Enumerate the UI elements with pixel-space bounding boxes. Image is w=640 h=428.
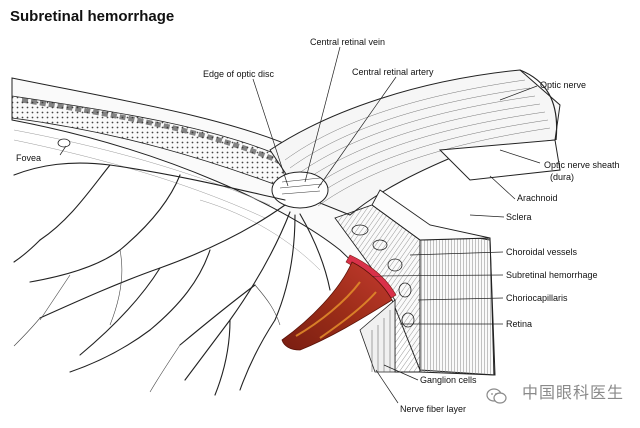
sclera-upper [371,189,491,241]
label-nerve-fiber-layer: Nerve fiber layer [400,404,466,414]
optic-nerve-end [519,69,558,141]
label-fovea: Fovea [16,153,41,163]
optic-disc [271,171,329,209]
label-retina: Retina [506,319,532,329]
optic-nerve-sheath [438,139,561,181]
lamina-cribrosa [279,177,323,195]
label-optic-nerve-sheath: Optic nerve sheath [544,160,620,170]
retina-block [359,299,396,373]
label-optic-nerve: Optic nerve [540,80,586,90]
retinal-blood-vessels [13,162,331,396]
label-optic-nerve-sheath-dura: (dura) [550,172,574,182]
label-edge-of-optic-disc: Edge of optic disc [203,69,275,79]
label-central-retinal-artery: Central retinal artery [352,67,434,77]
label-choriocapillaris: Choriocapillaris [506,293,568,303]
label-central-retinal-vein: Central retinal vein [310,37,385,47]
label-ganglion-cells: Ganglion cells [420,375,477,385]
retinal-blood-vessels-thin [13,249,281,393]
label-sclera: Sclera [506,212,532,222]
sclera-block [419,237,495,376]
watermark-text: 中国眼科医生 [521,383,624,402]
optic-nerve-fibers [284,79,551,207]
retinal-surface-lines [13,129,321,271]
figure-title: Subretinal hemorrhage [10,8,175,25]
wechat-icon [486,388,507,404]
label-choroidal-vessels: Choroidal vessels [506,247,578,257]
hemorrhage-streaks [295,281,377,339]
leader-lines [59,46,541,404]
label-arachnoid: Arachnoid [517,193,558,203]
choroidal-vessel-outlines [351,224,415,328]
choroid-vascular-layer [21,97,292,169]
label-subretinal-hemorrhage: Subretinal hemorrhage [506,270,598,280]
fovea-marker [57,138,71,148]
retina-layer-lines [371,310,391,372]
